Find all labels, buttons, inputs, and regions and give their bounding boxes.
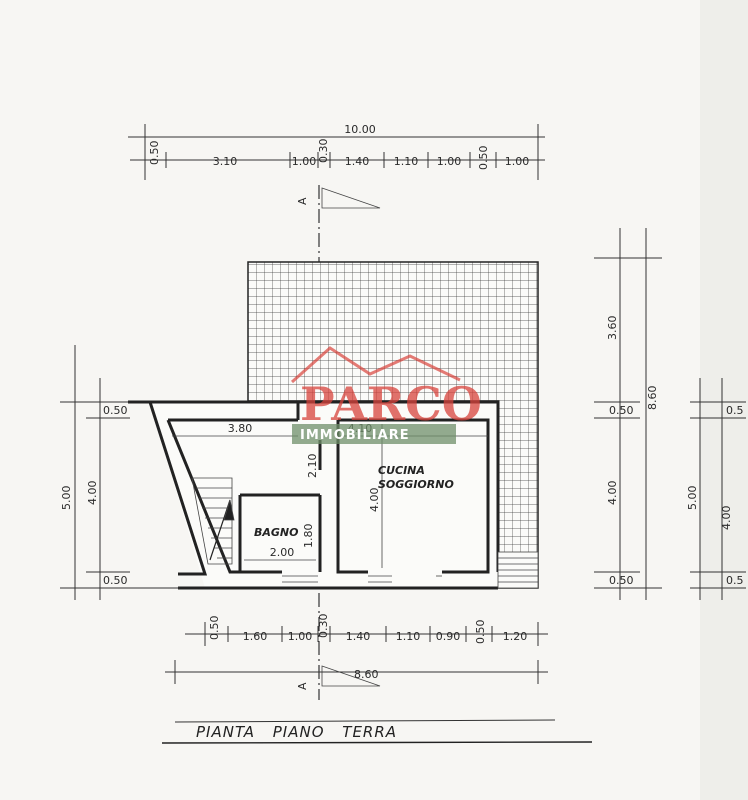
bottom-seg-7: 0.90 [436, 630, 461, 643]
bottom-windows [282, 575, 442, 583]
bottom-seg-2: 1.60 [243, 630, 268, 643]
kitchen-label-line2: SOGGIORNO [378, 478, 454, 491]
plan-title: PIANTA PIANO TERRA [196, 723, 397, 741]
top-seg-7: 1.00 [437, 155, 462, 168]
bottom-dimension-chain: 0.50 1.60 1.00 0.30 1.40 1.10 0.90 0.50 … [165, 614, 548, 684]
bottom-seg-3: 1.00 [288, 630, 313, 643]
bottom-seg-6: 1.10 [396, 630, 421, 643]
watermark-subtitle: IMMOBILIARE [300, 428, 410, 443]
top-overall-dim: 10.00 [344, 123, 376, 136]
kitchen-label-line1: CUCINA [378, 464, 425, 477]
bottom-seg-1: 0.50 [208, 616, 221, 641]
stair-width-dim: 3.80 [228, 422, 253, 435]
bottom-seg-8: 0.50 [474, 620, 487, 645]
top-seg-2: 3.10 [213, 155, 238, 168]
right-dimension-chain: 3.60 0.50 4.00 0.50 8.60 [594, 228, 662, 600]
top-seg-4: 0.30 [317, 139, 330, 164]
watermark-brand: PARCO [300, 377, 482, 431]
top-seg-1: 0.50 [148, 141, 161, 166]
bottom-overall-dim: 8.60 [354, 668, 379, 681]
far-right-seg-1: 0.5 [726, 404, 744, 417]
agency-watermark: PARCO IMMOBILIARE [290, 346, 482, 444]
corridor-height-dim: 2.10 [306, 454, 319, 479]
top-seg-9: 1.00 [505, 155, 530, 168]
left-seg-2: 4.00 [86, 481, 99, 506]
far-right-seg-2: 4.00 [720, 506, 733, 531]
kitchen-height-dim: 4.00 [368, 488, 381, 513]
bottom-seg-5: 1.40 [346, 630, 371, 643]
far-right-seg-3: 0.5 [726, 574, 744, 587]
right-overall-dim: 8.60 [646, 386, 659, 411]
bath-height-dim: 1.80 [302, 524, 315, 549]
right-seg-4: 0.50 [609, 574, 634, 587]
right-seg-2: 0.50 [609, 404, 634, 417]
right-seg-3: 4.00 [606, 481, 619, 506]
section-marker-bottom: A [296, 682, 309, 690]
paper-edge [700, 0, 748, 800]
bath-width-dim: 2.00 [270, 546, 295, 559]
bottom-seg-9: 1.20 [503, 630, 528, 643]
far-right-dimension-chain: 5.00 0.5 4.00 0.5 [686, 378, 746, 600]
far-right-overall-dim: 5.00 [686, 486, 699, 511]
staircase [191, 477, 235, 565]
top-seg-3: 1.00 [292, 155, 317, 168]
outer-steps [497, 551, 539, 589]
bath-label: BAGNO [254, 526, 298, 539]
left-overall-dim: 5.00 [60, 486, 73, 511]
top-seg-6: 1.10 [394, 155, 419, 168]
left-dimension-chain: 5.00 0.50 4.00 0.50 [60, 345, 180, 600]
drawing-title: PIANTA PIANO TERRA [161, 719, 593, 744]
top-seg-5: 1.40 [345, 155, 370, 168]
left-seg-1: 0.50 [103, 404, 128, 417]
top-dimension-chain: 10.00 0.50 3.10 1.00 0.30 1.40 1.10 1.00… [128, 123, 545, 180]
left-seg-3: 0.50 [103, 574, 128, 587]
section-marker-top: A [296, 197, 309, 205]
top-seg-8: 0.50 [477, 146, 490, 171]
building-walls [128, 400, 500, 590]
bottom-seg-4: 0.30 [317, 614, 330, 639]
right-seg-1: 3.60 [606, 316, 619, 341]
